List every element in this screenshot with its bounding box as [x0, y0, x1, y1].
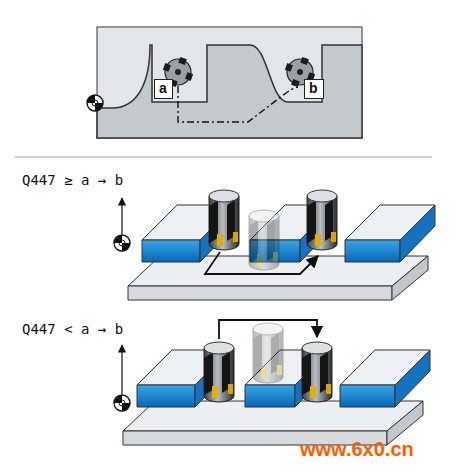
z-axis: [121, 345, 122, 394]
milling-tool-ghost: [249, 210, 279, 270]
milling-tool-ghost: [253, 323, 283, 383]
watermark: www.6x0.cn: [300, 437, 414, 461]
label-box: b: [304, 79, 324, 99]
datum-symbol: [114, 235, 130, 251]
condition-label: Q447 < a → b: [22, 321, 123, 338]
point-letter: b: [309, 80, 319, 97]
workpiece-profile: [97, 45, 362, 138]
condition-label: Q447 ≥ a → b: [22, 172, 123, 189]
point-letter: a: [159, 80, 168, 97]
top-view-panel: [97, 27, 362, 138]
datum-symbol: [114, 395, 130, 411]
milling-tool: [302, 342, 332, 402]
tool-path: [219, 320, 317, 339]
milling-tool: [209, 190, 239, 250]
divider: [15, 157, 432, 158]
label-box: a: [154, 79, 173, 99]
milling-tool: [307, 190, 337, 250]
tool-path: [178, 86, 298, 122]
milling-tool: [204, 342, 234, 402]
z-axis: [121, 198, 122, 234]
workpiece: [128, 205, 435, 300]
tool-path: [205, 252, 318, 274]
datum-symbol: [87, 95, 103, 111]
